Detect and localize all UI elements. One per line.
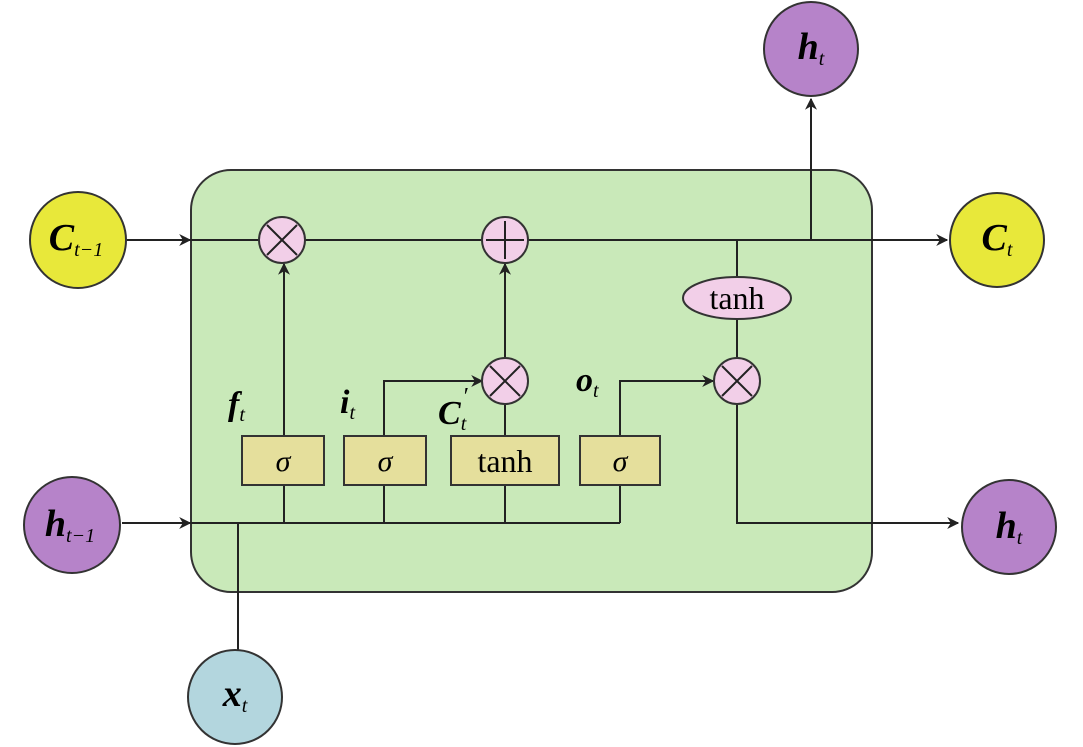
svg-text:ht−1: ht−1 [45,503,95,547]
hidden-state-right-output-node: ht [961,479,1057,575]
output-gate-to-mul-wire [619,375,715,436]
output-gate-label: ot [576,362,599,402]
hidden-state-top-output-node: ht [763,1,859,97]
candidate-gate-tanh: tanh [477,443,532,479]
forget-multiply-operator [258,216,306,264]
cell-tanh-operator: tanh [682,276,792,320]
svg-text:Ct−1: Ct−1 [49,217,103,261]
svg-text:Ct: Ct [982,217,1013,261]
input-multiply-operator [481,357,529,405]
lstm-cell-body [190,169,873,593]
input-gate-to-mul-wire [383,375,484,436]
input-gate-label: it [340,384,355,424]
svg-text:ht: ht [996,505,1023,549]
candidate-gate-label: Ct′ [438,384,468,435]
output-gate-sigma: σ [613,445,629,478]
svg-text:xt: xt [222,673,248,717]
candidate-gate-box: tanh [450,435,560,486]
add-operator [481,216,529,264]
forget-gate-sigma: σ [276,445,292,478]
input-x-node: xt [187,649,283,745]
input-gate-box: σ [343,435,427,486]
cell-state-prev-node: Ct−1 [29,191,127,289]
hidden-state-prev-node: ht−1 [23,476,121,574]
svg-text:ht: ht [798,26,825,70]
input-gate-sigma: σ [378,445,394,478]
cell-state-next-node: Ct [949,192,1045,288]
output-multiply-operator [713,357,761,405]
cell-tanh-label: tanh [709,280,764,316]
forget-gate-label: ft [228,386,245,426]
forget-gate-box: σ [241,435,325,486]
output-mul-to-hidden-wire [736,405,960,529]
output-gate-box: σ [579,435,661,486]
